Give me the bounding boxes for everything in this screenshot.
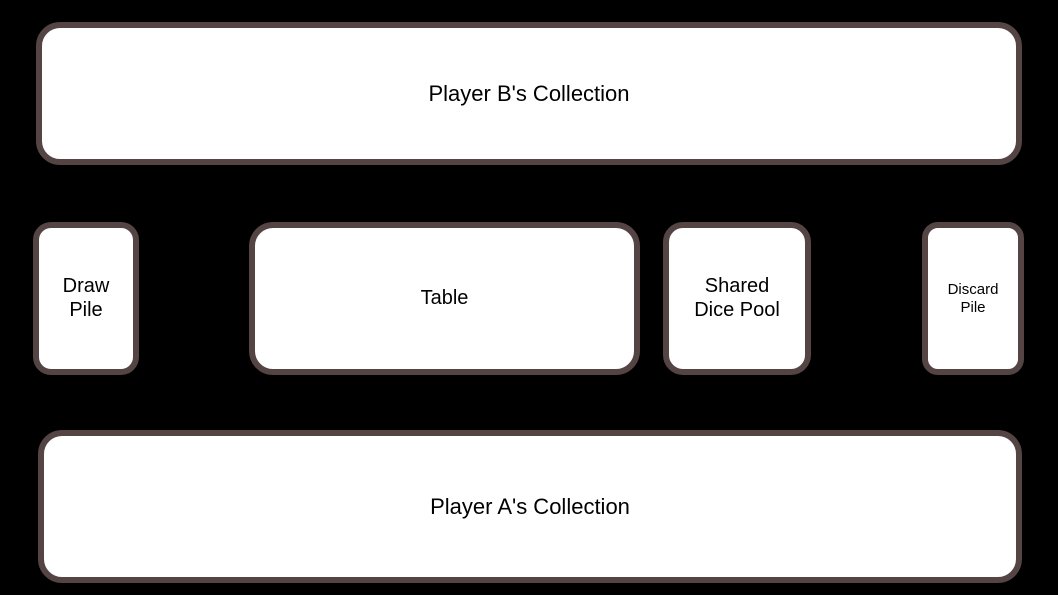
zone-shared-dice-pool-label: Shared Dice Pool [694, 274, 780, 321]
zone-discard-pile[interactable]: Discard Pile [922, 222, 1024, 375]
zone-shared-dice-pool[interactable]: Shared Dice Pool [663, 222, 811, 375]
zone-player-a-collection-label: Player A's Collection [430, 493, 630, 519]
zone-player-a-collection[interactable]: Player A's Collection [38, 430, 1022, 583]
zone-draw-pile-label: Draw Pile [62, 274, 110, 321]
zone-player-b-collection[interactable]: Player B's Collection [36, 22, 1022, 165]
zone-table-label: Table [420, 286, 469, 309]
zone-draw-pile[interactable]: Draw Pile [33, 222, 139, 375]
zone-player-b-collection-label: Player B's Collection [428, 80, 630, 106]
zone-discard-pile-label: Discard Pile [947, 280, 999, 316]
zone-table[interactable]: Table [249, 222, 640, 375]
